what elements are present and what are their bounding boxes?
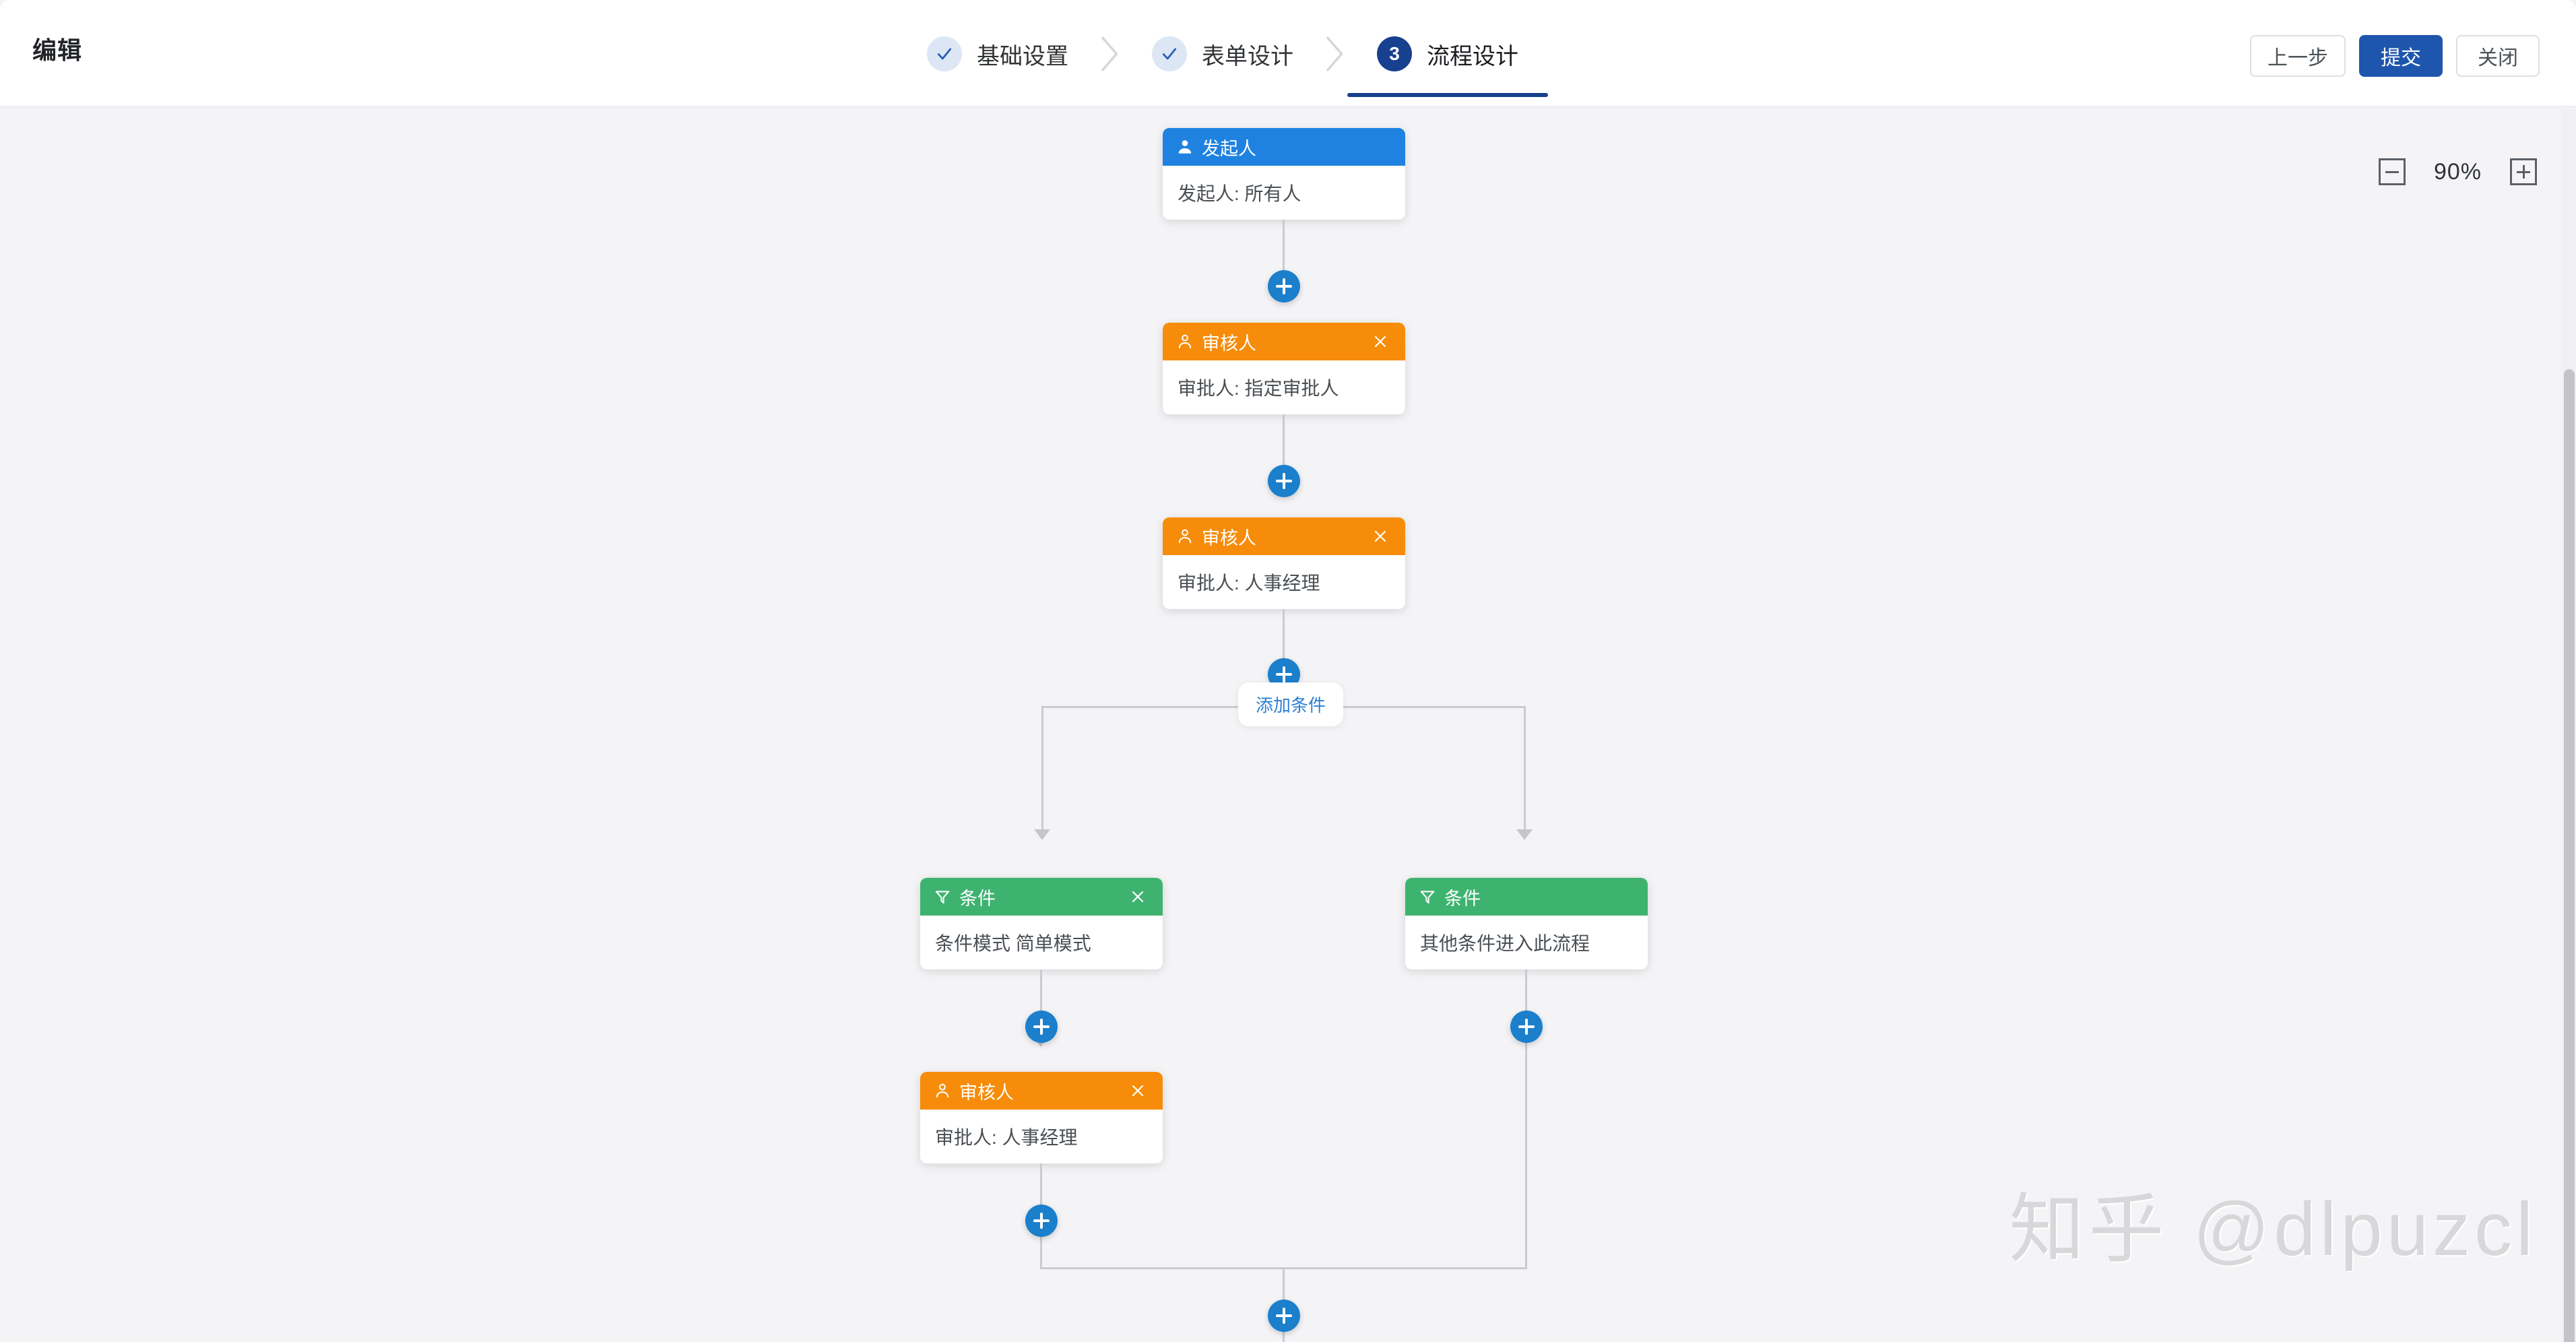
node-approver-3[interactable]: 审核人 审批人: 人事经理 — [920, 1072, 1163, 1163]
step-3-number: 3 — [1377, 36, 1412, 71]
node-approver-3-body: 审批人: 人事经理 — [935, 1127, 1078, 1148]
flow-canvas[interactable]: 90% 发起人 发起人: 所有人 — [0, 110, 2576, 1342]
add-node-button-after-approver-1[interactable] — [1268, 465, 1300, 497]
canvas-scrollbar-thumb[interactable] — [2564, 369, 2575, 1342]
node-initiator-type: 发起人 — [1202, 138, 1256, 159]
close-button[interactable]: 关闭 — [2456, 35, 2540, 77]
add-node-button-after-approver-3[interactable] — [1025, 1205, 1058, 1237]
step-2-label: 表单设计 — [1202, 43, 1293, 69]
filter-icon — [934, 888, 951, 905]
connector-condition-right-merge — [1525, 969, 1527, 1269]
node-approver-1[interactable]: 审核人 审批人: 指定审批人 — [1163, 323, 1405, 414]
node-approver-2-type: 审核人 — [1202, 528, 1256, 548]
node-approver-3-close-icon[interactable] — [1128, 1081, 1148, 1101]
node-initiator[interactable]: 发起人 发起人: 所有人 — [1163, 128, 1405, 220]
node-approver-2-body: 审批人: 人事经理 — [1178, 573, 1320, 594]
node-condition-right[interactable]: 条件 其他条件进入此流程 — [1405, 878, 1648, 969]
connector-approver1-approver2 — [1283, 414, 1285, 483]
step-process-design[interactable]: 3 流程设计 — [1347, 0, 1548, 108]
user-outline-icon-3 — [934, 1082, 951, 1099]
previous-step-button[interactable]: 上一步 — [2250, 35, 2346, 77]
node-approver-2-header: 审核人 — [1163, 517, 1405, 555]
zoom-controls: 90% — [2378, 158, 2537, 185]
user-outline-icon-2 — [1176, 528, 1194, 545]
node-approver-3-header: 审核人 — [920, 1072, 1163, 1110]
step-separator-chevron-icon-2 — [1297, 0, 1373, 108]
step-1-check-icon — [927, 36, 962, 71]
add-node-button-before-end[interactable] — [1268, 1300, 1300, 1332]
branch-right-drop — [1524, 706, 1526, 835]
branch-left-drop — [1041, 706, 1043, 835]
node-approver-2-close-icon[interactable] — [1370, 526, 1390, 546]
user-filled-icon — [1176, 138, 1194, 156]
node-condition-left-type: 条件 — [959, 888, 996, 909]
node-condition-right-body: 其他条件进入此流程 — [1420, 933, 1590, 954]
node-approver-2[interactable]: 审核人 审批人: 人事经理 — [1163, 517, 1405, 609]
zoom-out-icon[interactable] — [2378, 158, 2406, 185]
node-approver-1-type: 审核人 — [1202, 333, 1256, 354]
submit-button[interactable]: 提交 — [2359, 35, 2443, 77]
add-node-button-left-branch[interactable] — [1025, 1011, 1058, 1043]
filter-icon-2 — [1419, 888, 1436, 905]
step-1-label: 基础设置 — [977, 43, 1068, 69]
node-condition-left[interactable]: 条件 条件模式 简单模式 — [920, 878, 1163, 969]
node-condition-right-header: 条件 — [1405, 878, 1648, 916]
node-condition-left-close-icon[interactable] — [1128, 887, 1148, 907]
node-approver-1-header: 审核人 — [1163, 323, 1405, 360]
node-condition-right-type: 条件 — [1444, 888, 1481, 909]
step-3-label: 流程设计 — [1427, 43, 1518, 69]
node-condition-left-body: 条件模式 简单模式 — [935, 933, 1091, 954]
app-header: 编辑 基础设置 表单设计 — [0, 0, 2576, 108]
node-initiator-body: 发起人: 所有人 — [1178, 183, 1301, 204]
zoom-in-icon[interactable] — [2510, 158, 2537, 185]
add-node-button-right-branch[interactable] — [1510, 1011, 1543, 1043]
canvas-scrollbar-track[interactable] — [2563, 110, 2576, 1342]
connector-initiator-approver1 — [1283, 220, 1285, 288]
connector-approver2-branch — [1283, 609, 1285, 691]
step-wizard: 基础设置 表单设计 3 流程设计 — [923, 0, 1548, 108]
step-form-design[interactable]: 表单设计 — [1148, 0, 1297, 108]
active-step-underline — [1347, 93, 1548, 97]
node-approver-3-type: 审核人 — [959, 1082, 1014, 1103]
header-actions: 上一步 提交 关闭 — [2250, 35, 2540, 77]
page-title: 编辑 — [32, 36, 83, 64]
step-separator-chevron-icon — [1072, 0, 1148, 108]
zoom-level-label: 90% — [2433, 158, 2482, 185]
step-2-check-icon — [1152, 36, 1187, 71]
node-approver-1-close-icon[interactable] — [1370, 331, 1390, 352]
step-basic-settings[interactable]: 基础设置 — [923, 0, 1072, 108]
node-condition-left-header: 条件 — [920, 878, 1163, 916]
node-initiator-header: 发起人 — [1163, 128, 1405, 166]
add-node-button-after-initiator[interactable] — [1268, 270, 1300, 302]
arrow-branch-right — [1516, 829, 1533, 840]
connector-condition-left-approver3 — [1040, 969, 1042, 1038]
node-approver-1-body: 审批人: 指定审批人 — [1178, 378, 1339, 399]
add-condition-button[interactable]: 添加条件 — [1238, 682, 1344, 726]
user-outline-icon — [1176, 333, 1194, 350]
flow-graph: 发起人 发起人: 所有人 审核人 审批人: 指定审批 — [0, 110, 2576, 1342]
arrow-branch-left — [1034, 829, 1050, 840]
